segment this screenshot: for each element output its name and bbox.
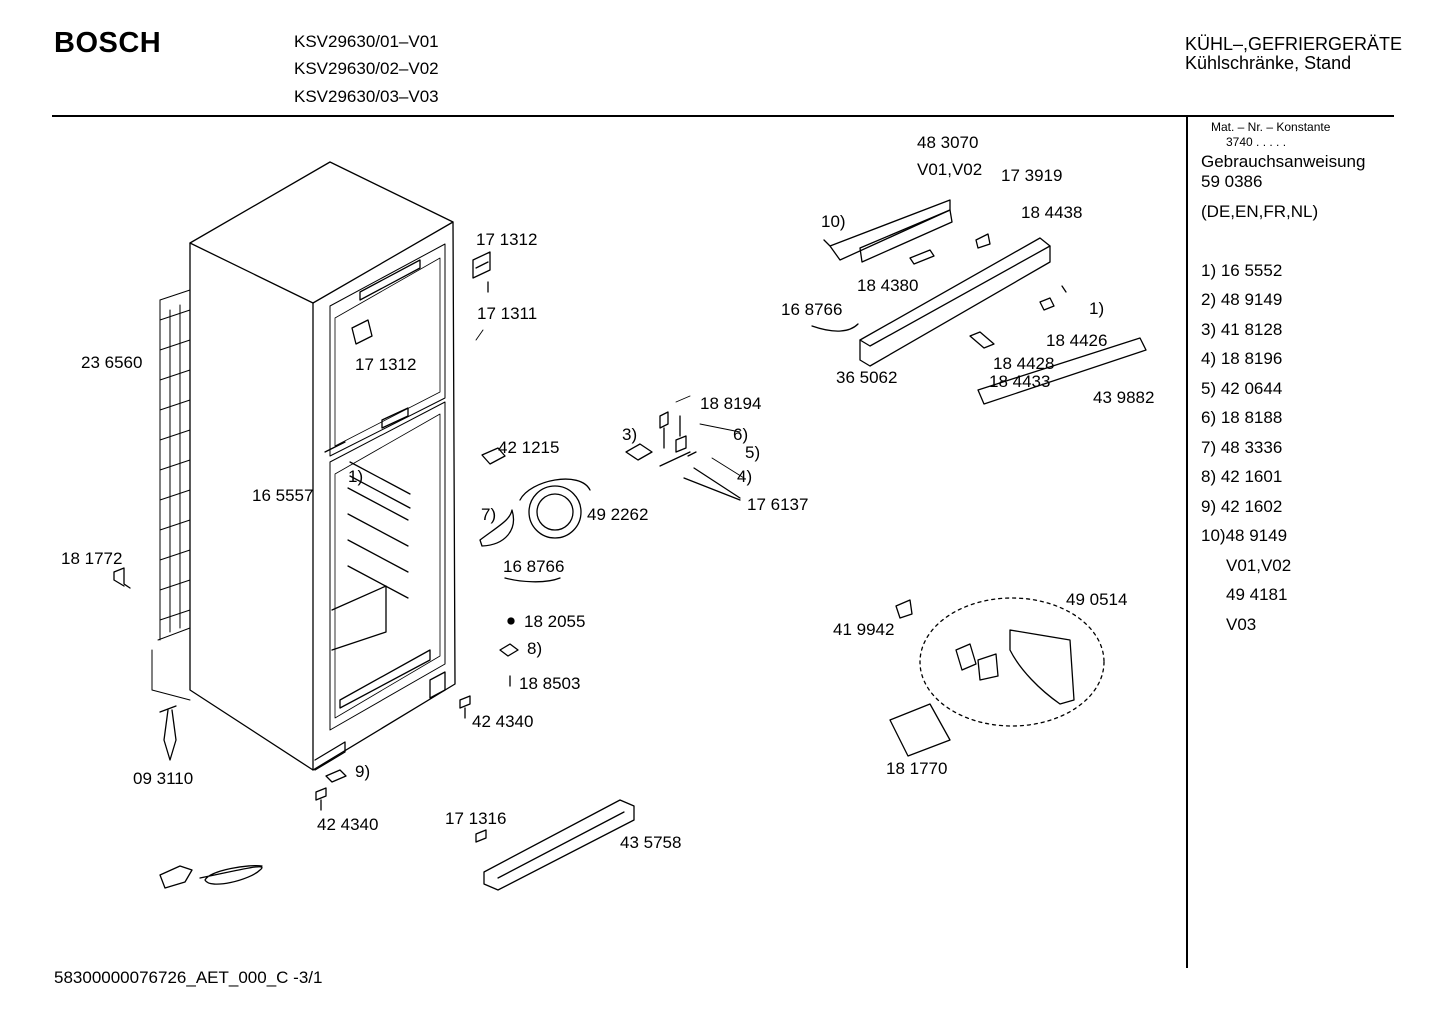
part-number-label: 17 1312 xyxy=(355,355,417,374)
part-number-label: 17 6137 xyxy=(747,495,809,514)
clip xyxy=(325,769,347,783)
screw xyxy=(315,787,327,811)
sidebar-part-item: 4) 18 8196 xyxy=(1201,349,1283,368)
sidebar-divider xyxy=(1186,116,1188,968)
part-number-label: 23 6560 xyxy=(81,353,143,372)
variant-label: V01,V02 xyxy=(917,160,983,179)
part-number-label: 42 4340 xyxy=(472,712,534,731)
part-number-label: 43 9882 xyxy=(1093,388,1155,407)
callout-number: 7) xyxy=(481,505,497,524)
part-number-label: 18 1772 xyxy=(61,549,123,568)
callout-number: 4) xyxy=(737,467,753,486)
callout-number: 5) xyxy=(745,443,761,462)
callout-number: 1) xyxy=(1089,299,1105,318)
fan-assembly xyxy=(889,597,1105,757)
sidebar-part-item: 1) 16 5552 xyxy=(1201,261,1283,280)
model-number: KSV29630/01–V01 xyxy=(294,32,439,51)
part-number-label: 17 1311 xyxy=(477,304,538,323)
part-number-label: 42 4340 xyxy=(317,815,379,834)
sidebar-part-item: 8) 42 1601 xyxy=(1201,467,1283,486)
document-id: 58300000076726_AET_000_C -3/1 xyxy=(54,968,323,987)
part-number-label: 18 1770 xyxy=(886,759,948,778)
part-number-label: 16 5557 xyxy=(252,486,314,505)
control-panel xyxy=(811,199,1147,405)
part-182055 xyxy=(507,617,515,625)
power-cord xyxy=(159,864,263,889)
part-number-label: 49 0514 xyxy=(1066,590,1128,609)
hinge-top xyxy=(472,251,491,279)
cable-168766b xyxy=(504,577,561,583)
part-number-label: 18 4428 xyxy=(993,354,1055,373)
manual-languages: (DE,EN,FR,NL) xyxy=(1201,202,1319,221)
part-number-label: 43 5758 xyxy=(620,833,682,852)
light-diffuser xyxy=(479,509,515,547)
sidebar-part-item: 2) 48 9149 xyxy=(1201,290,1283,309)
part-number-label: 16 8766 xyxy=(503,557,565,576)
bracket xyxy=(113,567,131,589)
part-number-label: 17 3919 xyxy=(1001,166,1063,185)
manual-title: Gebrauchsanweisung xyxy=(1201,152,1366,171)
part-number-label: 17 1312 xyxy=(476,230,538,249)
base-grille xyxy=(483,799,635,891)
part-number-label: 18 4438 xyxy=(1021,203,1083,222)
callout-number: 3) xyxy=(622,425,638,444)
part-number-label: 16 8766 xyxy=(781,300,843,319)
part-421601 xyxy=(499,643,519,657)
part-number-label: 18 8194 xyxy=(700,394,762,413)
part-number-label: 18 2055 xyxy=(524,612,586,631)
manual-number: 59 0386 xyxy=(1201,172,1263,191)
mat-value: 3740 . . . . . xyxy=(1226,135,1287,149)
part-number-label: 18 4426 xyxy=(1046,331,1108,350)
clip-171316 xyxy=(475,829,487,843)
condenser-coil xyxy=(151,289,191,701)
hinge-middle xyxy=(351,319,373,345)
sidebar-part-item: 6) 18 8188 xyxy=(1201,408,1283,427)
callout-number: 9) xyxy=(355,762,371,781)
callout-number: 8) xyxy=(527,639,543,658)
thermostat-assembly xyxy=(625,411,741,501)
category-subtitle: Kühlschränke, Stand xyxy=(1185,53,1352,73)
sidebar-part-item: 7) 48 3336 xyxy=(1201,438,1283,457)
part-number-label: 18 4433 xyxy=(989,372,1051,391)
part-number-label: 41 9942 xyxy=(833,620,895,639)
sidebar-variant-note: V03 xyxy=(1226,615,1257,634)
part-number-label: 36 5062 xyxy=(836,368,898,387)
part-number-label: 42 1215 xyxy=(498,438,560,457)
brand-logo: BOSCH xyxy=(54,27,162,59)
part-421215 xyxy=(481,447,506,465)
part-number-label: 18 8503 xyxy=(519,674,581,693)
mat-header: Mat. – Nr. – Konstante xyxy=(1211,120,1331,134)
sidebar-variant-note: V01,V02 xyxy=(1226,556,1292,575)
exploded-parts-drawing xyxy=(113,161,1147,891)
part-number-label: 48 3070 xyxy=(917,133,979,152)
category-title: KÜHL–,GEFRIERGERÄTE xyxy=(1185,34,1403,54)
callout-number: 6) xyxy=(733,425,749,444)
sidebar-part-item: 5) 42 0644 xyxy=(1201,379,1283,398)
filter-drier xyxy=(159,705,177,761)
header-divider xyxy=(52,115,1394,117)
part-number-label: 49 2262 xyxy=(587,505,649,524)
model-number: KSV29630/03–V03 xyxy=(294,87,439,106)
callout-number: 1) xyxy=(348,467,364,486)
sidebar-part-item: 49 4181 xyxy=(1226,585,1288,604)
callout-number: 10) xyxy=(821,212,846,231)
part-number-label: 17 1316 xyxy=(445,809,507,828)
screw xyxy=(459,695,471,719)
sidebar-part-item: 10)48 9149 xyxy=(1201,526,1288,545)
part-number-label: 09 3110 xyxy=(133,769,194,788)
fridge-cabinet xyxy=(189,161,456,771)
sidebar-part-item: 3) 41 8128 xyxy=(1201,320,1283,339)
part-number-label: 18 4380 xyxy=(857,276,919,295)
model-number: KSV29630/02–V02 xyxy=(294,59,439,78)
sidebar-part-item: 9) 42 1602 xyxy=(1201,497,1283,516)
fan-cover xyxy=(519,478,591,539)
